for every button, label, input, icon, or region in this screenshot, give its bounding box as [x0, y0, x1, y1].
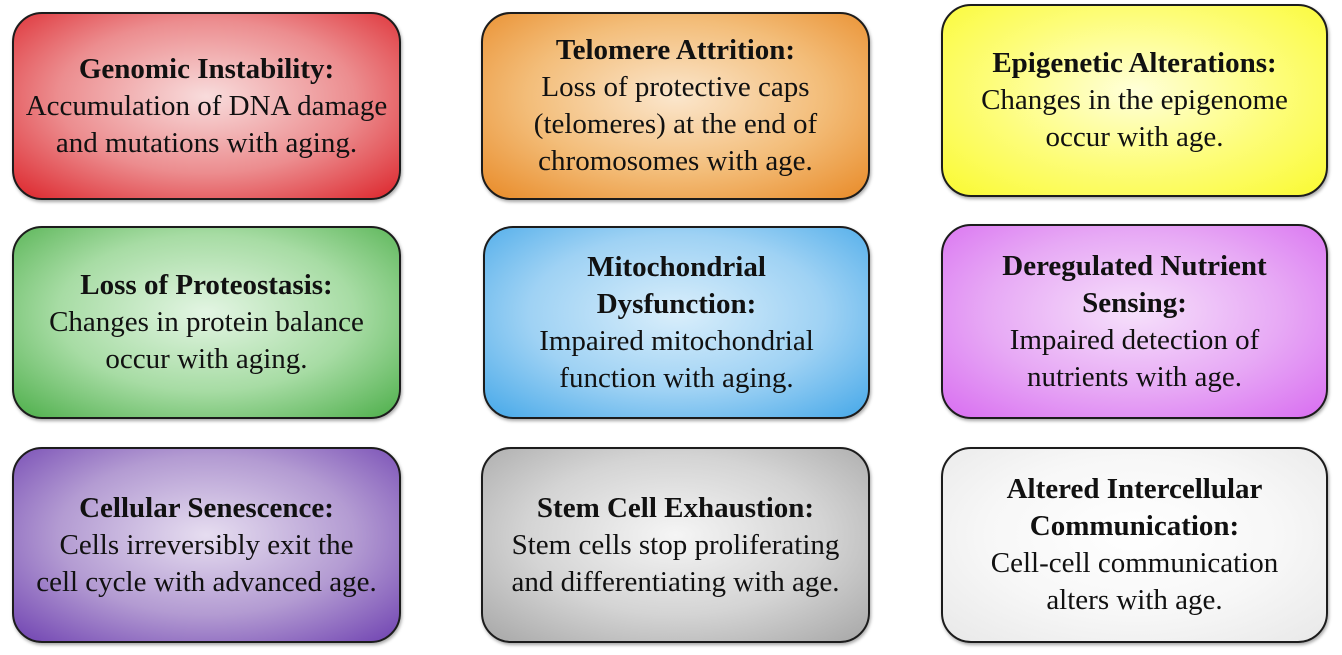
card-title: Stem Cell Exhaustion:	[536, 491, 815, 524]
card-title: Altered Intercellular Communication:	[1006, 473, 1263, 542]
card-description: Cells irreversibly exit the cell cycle w…	[36, 528, 377, 598]
card-description: Impaired mitochondrial function with agi…	[539, 324, 814, 394]
card-title: Telomere Attrition:	[555, 34, 796, 66]
card-description: Loss of protective caps (telomeres) at t…	[533, 71, 818, 177]
card-epigenetic-alterations: Epigenetic Alterations: Changes in the e…	[941, 4, 1328, 197]
card-stem-cell-exhaustion: Stem Cell Exhaustion: Stem cells stop pr…	[481, 447, 870, 643]
card-description: Accumulation of DNA damage and mutations…	[25, 89, 388, 159]
card-title: Genomic Instability:	[78, 52, 335, 85]
card-description: Stem cells stop proliferating and differ…	[511, 528, 840, 598]
card-title: Loss of Proteostasis:	[80, 269, 333, 301]
card-description: Changes in the epigenome occur with age.	[981, 84, 1288, 153]
card-description: Changes in protein balance occur with ag…	[49, 306, 364, 375]
card-description: Impaired detection of nutrients with age…	[1009, 323, 1260, 393]
card-telomere-attrition: Telomere Attrition: Loss of protective c…	[481, 12, 870, 200]
card-description: Cell-cell communication alters with age.	[990, 547, 1279, 616]
card-altered-intercellular-communication: Altered Intercellular Communication: Cel…	[941, 447, 1328, 643]
card-title: Epigenetic Alterations:	[992, 47, 1277, 79]
card-loss-of-proteostasis: Loss of Proteostasis: Changes in protein…	[12, 226, 401, 419]
card-mitochondrial-dysfunction: Mitochondrial Dysfunction: Impaired mito…	[483, 226, 870, 419]
card-genomic-instability: Genomic Instability: Accumulation of DNA…	[12, 12, 401, 200]
card-cellular-senescence: Cellular Senescence: Cells irreversibly …	[12, 447, 401, 643]
card-title: Mitochondrial Dysfunction:	[587, 250, 766, 320]
card-title: Deregulated Nutrient Sensing:	[1002, 249, 1267, 319]
card-deregulated-nutrient-sensing: Deregulated Nutrient Sensing: Impaired d…	[941, 224, 1328, 419]
card-title: Cellular Senescence:	[79, 491, 334, 524]
